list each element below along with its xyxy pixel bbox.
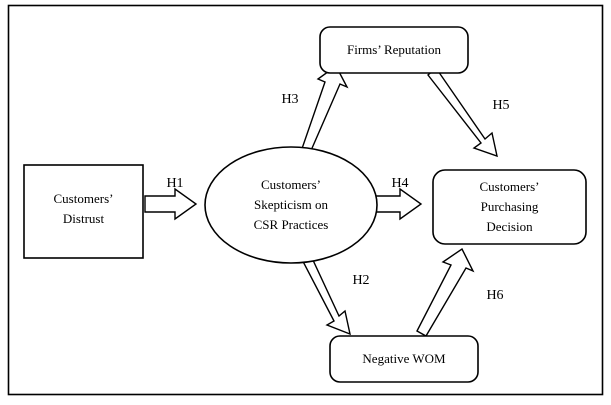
purchasing-decision-box[interactable] [432,169,587,245]
firms-reputation-box[interactable] [319,26,469,74]
negative-wom-label: Negative WOM [362,351,446,366]
edge-label-h6: H6 [486,288,503,303]
node-firms-reputation[interactable]: Firms’ Reputation [319,26,469,74]
customers-distrust-box[interactable] [23,164,144,259]
edge-label-h2: H2 [352,273,369,288]
purchasing-decision-label-line-3: Decision [486,219,533,234]
customers-skepticism-ellipse[interactable] [204,146,378,264]
figure-border [7,4,604,396]
arrow-h5 [427,66,498,158]
edge-label-h5: H5 [492,98,509,113]
edge-label-h3: H3 [281,92,298,107]
purchasing-decision-label-line-1: Customers’ [480,179,540,194]
customers-skepticism-label-line-1: Customers’ [261,177,321,192]
edge-label-h1: H1 [166,176,183,191]
customers-distrust-label-line-2: Distrust [63,211,105,226]
node-purchasing-decision[interactable]: Customers’ Purchasing Decision [432,169,587,245]
edge-label-h4: H4 [391,176,408,191]
customers-skepticism-label-line-3: CSR Practices [254,217,329,232]
arrow-h6 [416,247,475,337]
customers-distrust-label-line-1: Customers’ [54,191,114,206]
purchasing-decision-label-line-2: Purchasing [481,199,539,214]
node-customers-distrust[interactable]: Customers’ Distrust [23,164,144,259]
node-customers-skepticism[interactable]: Customers’ Skepticism on CSR Practices [204,146,378,264]
customers-skepticism-label-line-2: Skepticism on [254,197,329,212]
node-negative-wom[interactable]: Negative WOM [329,335,479,383]
firms-reputation-label: Firms’ Reputation [347,42,442,57]
arrow-h1 [144,187,198,221]
negative-wom-box[interactable] [329,335,479,383]
